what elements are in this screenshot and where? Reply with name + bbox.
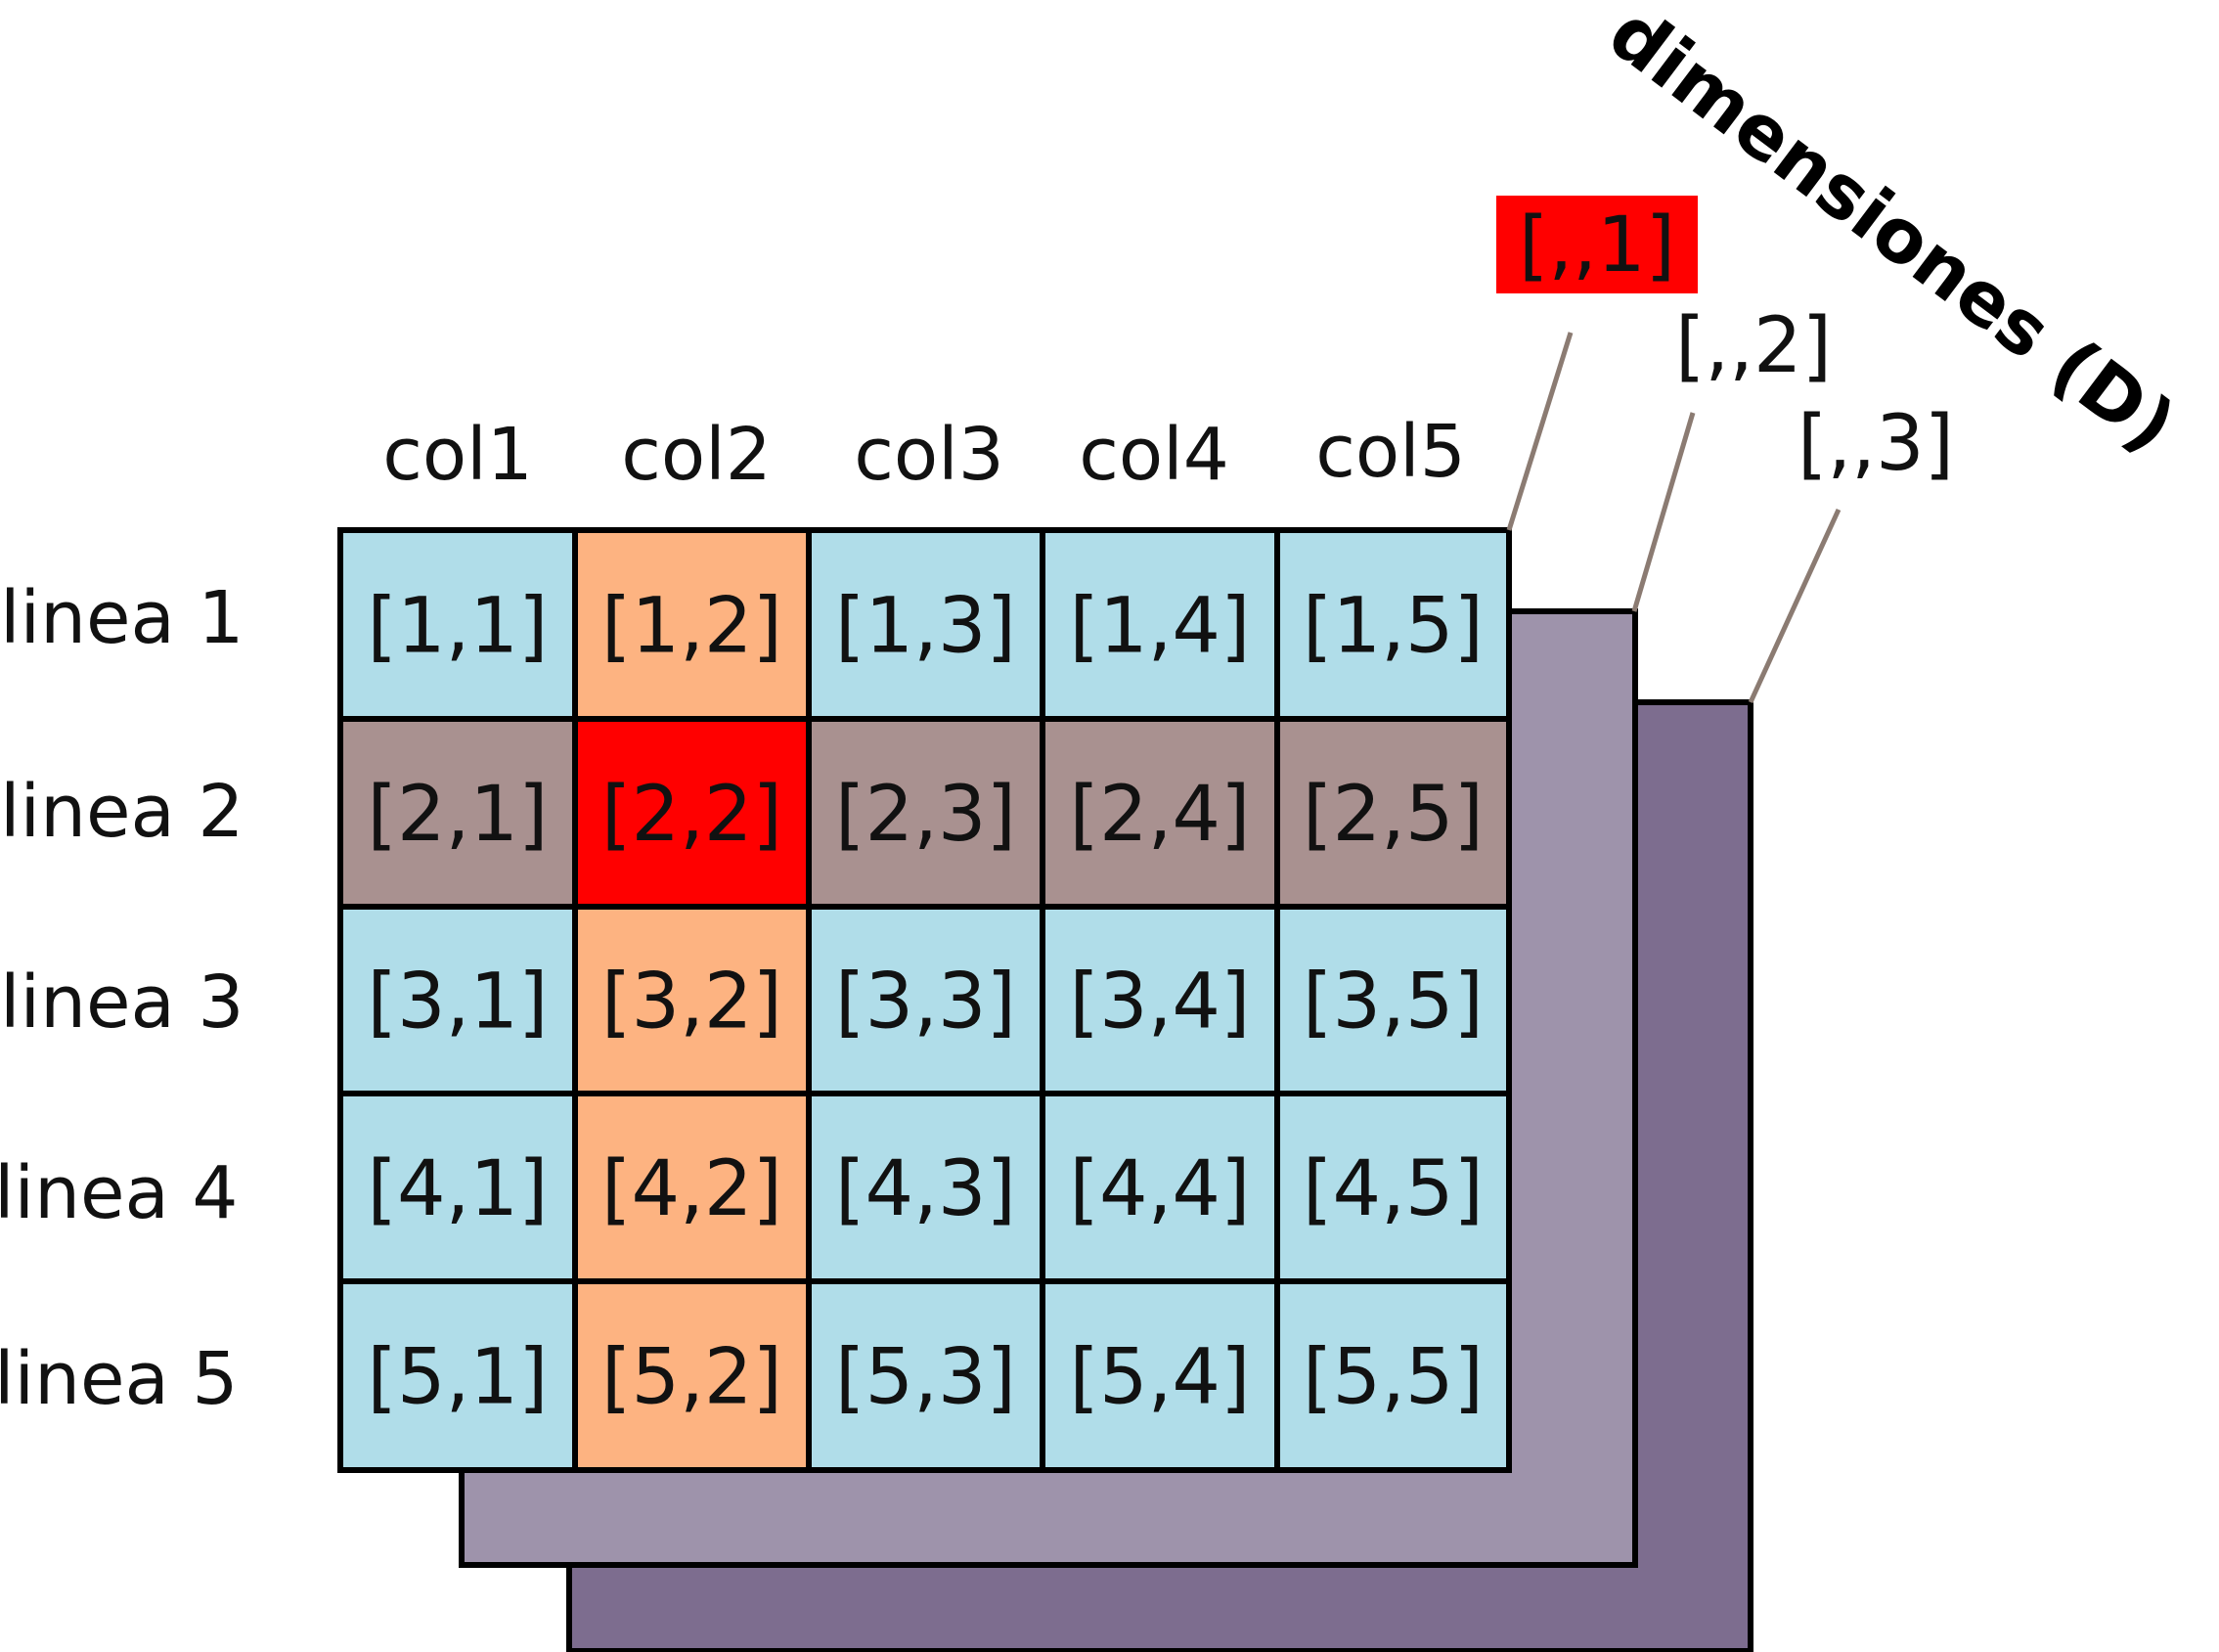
column-header: col3 xyxy=(854,413,1004,497)
row-header: linea 3 xyxy=(0,960,244,1045)
matrix-cell-label: [1,5] xyxy=(1303,583,1484,671)
column-header: col5 xyxy=(1315,410,1466,494)
matrix-cell-label: [3,4] xyxy=(1070,959,1251,1047)
matrix-cell xyxy=(1274,904,1512,1096)
layer-3-leader-line xyxy=(1748,508,1842,704)
matrix-cell-label: [2,1] xyxy=(368,771,549,859)
matrix-cell xyxy=(806,1091,1045,1284)
column-header: col2 xyxy=(621,413,772,497)
matrix-cell-label: [1,2] xyxy=(601,583,782,671)
matrix-cell xyxy=(806,1278,1045,1473)
matrix-cell-label: [5,1] xyxy=(368,1334,549,1422)
matrix-cell xyxy=(1274,1278,1512,1473)
matrix-cell xyxy=(1040,527,1280,722)
matrix-cell xyxy=(572,1091,812,1284)
matrix-cell-label: [4,4] xyxy=(1070,1145,1251,1233)
matrix-cell xyxy=(337,716,578,910)
row-header: linea 5 xyxy=(0,1337,239,1421)
matrix-cell-label: [5,2] xyxy=(601,1334,782,1422)
matrix-cell-label: [5,3] xyxy=(835,1334,1016,1422)
matrix-cell xyxy=(572,904,812,1096)
matrix-cell-label: [5,5] xyxy=(1303,1334,1484,1422)
matrix-cell-label: [4,3] xyxy=(835,1145,1016,1233)
matrix-cell xyxy=(337,1091,578,1284)
row-header: linea 2 xyxy=(0,770,244,854)
row-header: linea 4 xyxy=(0,1151,239,1235)
column-header: col1 xyxy=(382,413,533,497)
matrix-cell-label: [3,1] xyxy=(368,959,549,1047)
matrix-cell-label: [3,5] xyxy=(1303,959,1484,1047)
matrix-cell-label: [2,4] xyxy=(1070,771,1251,859)
layer-3-label: [,,3] xyxy=(1797,400,1954,488)
layer-2-label: [,,2] xyxy=(1675,302,1832,390)
matrix-cell xyxy=(1040,904,1280,1096)
column-headers: col1 col2 col3 col4 col5 xyxy=(382,410,1466,497)
matrix-cell xyxy=(806,716,1045,910)
matrix-cell-label: [2,3] xyxy=(835,771,1016,859)
matrix-cell-label: [1,4] xyxy=(1070,583,1251,671)
matrix-cell xyxy=(337,1278,578,1473)
row-headers: linea 1 linea 2 linea 3 linea 4 linea 5 xyxy=(0,576,244,1421)
column-header: col4 xyxy=(1079,413,1229,497)
matrix-cell xyxy=(1274,716,1512,910)
layer-2-leader-line xyxy=(1631,412,1696,612)
matrix-cell-label: [4,2] xyxy=(601,1145,782,1233)
layer-1-label: [,,1] xyxy=(1519,201,1675,290)
matrix-cell-label: [2,2] xyxy=(601,771,782,859)
matrix-cell-label: [3,2] xyxy=(601,959,782,1047)
matrix-cell xyxy=(1040,1091,1280,1284)
matrix-cell-label: [5,4] xyxy=(1070,1334,1251,1422)
matrix-cell xyxy=(1274,1091,1512,1284)
matrix-cell-label: [2,5] xyxy=(1303,771,1484,859)
matrix-cell-label: [1,3] xyxy=(835,583,1016,671)
matrix-cell-label: [3,3] xyxy=(835,959,1016,1047)
matrix-cell-label: [4,5] xyxy=(1303,1145,1484,1233)
row-header: linea 1 xyxy=(0,576,244,660)
matrix-cell-label: [1,1] xyxy=(368,583,549,671)
matrix-grid: [1,1] [1,2] [1,3] [1,4] [1,5] [2,1] [2,2] [2,3]… xyxy=(337,527,1512,1473)
matrix-cell-label: [4,1] xyxy=(368,1145,549,1233)
layer-1-label-background xyxy=(1496,196,1698,293)
layer-1-leader-line xyxy=(1506,332,1574,531)
